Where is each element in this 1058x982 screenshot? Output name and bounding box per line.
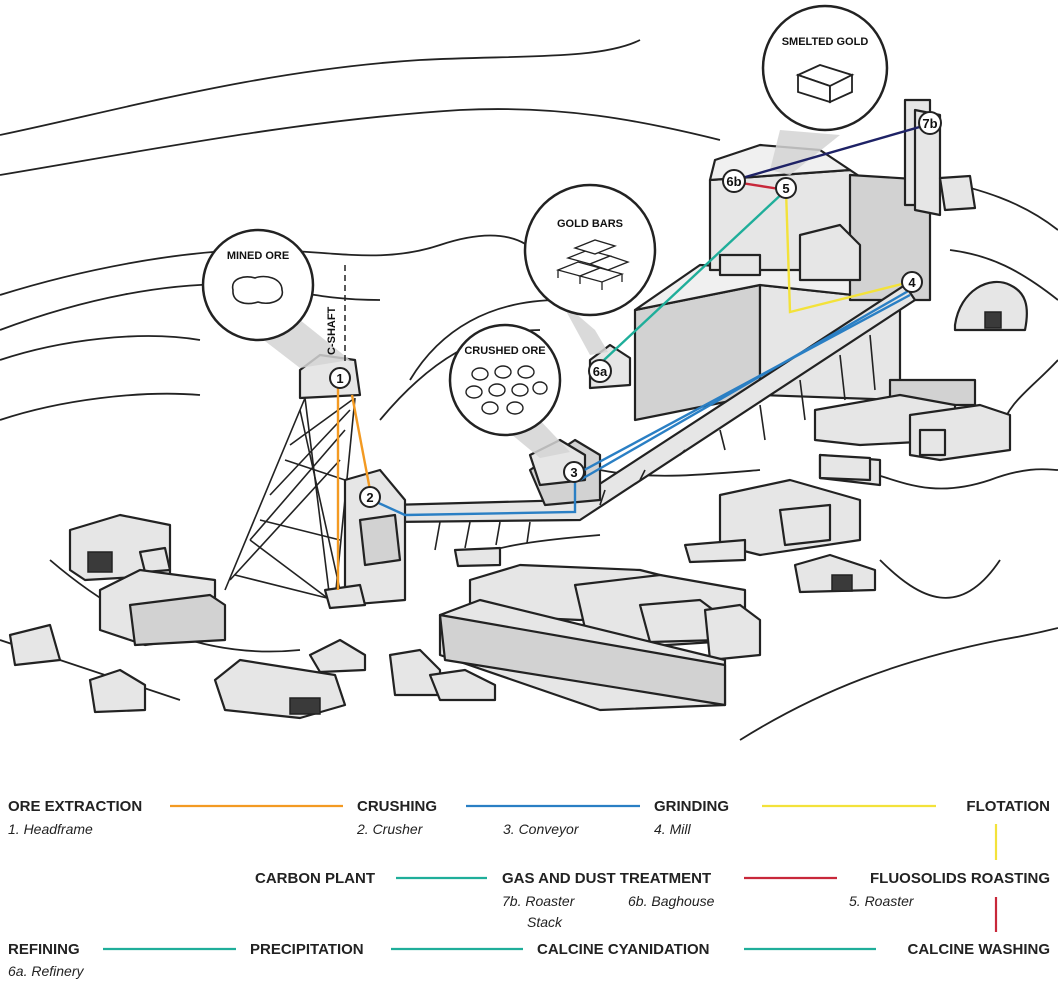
sub-conveyor: 3. Conveyor	[503, 821, 580, 837]
sub-roaster: 5. Roaster	[849, 893, 915, 909]
crushed-ore-title: CRUSHED ORE	[464, 345, 545, 357]
step-calcine-washing: CALCINE WASHING	[908, 941, 1051, 958]
process-flow-legend: ORE EXTRACTION CRUSHING GRINDING FLOTATI…	[0, 760, 1058, 982]
sub-mill: 4. Mill	[654, 821, 691, 837]
svg-text:3: 3	[570, 465, 577, 480]
gold-bars-bubble: GOLD BARS	[525, 185, 655, 315]
sub-baghouse: 6b. Baghouse	[628, 893, 715, 909]
svg-text:6a: 6a	[593, 364, 608, 379]
step-grinding: GRINDING	[654, 798, 729, 815]
mine-illustration: MINED ORE CRUSHED ORE GOLD BARS SMELTED …	[0, 0, 1058, 760]
sub-stack: Stack	[527, 914, 563, 930]
sub-crusher: 2. Crusher	[356, 821, 424, 837]
svg-text:6b: 6b	[726, 174, 741, 189]
marker-6a: 6a	[589, 360, 611, 382]
flow-row-1: ORE EXTRACTION CRUSHING GRINDING FLOTATI…	[8, 798, 1050, 837]
marker-5: 5	[776, 178, 796, 198]
step-fluosolids-roasting: FLUOSOLIDS ROASTING	[870, 870, 1050, 887]
marker-6b: 6b	[723, 170, 745, 192]
c-shaft-label: C-SHAFT	[326, 265, 345, 365]
mined-ore-title: MINED ORE	[227, 250, 289, 262]
step-calcine-cyanidation: CALCINE CYANIDATION	[537, 941, 710, 958]
step-ore-extraction: ORE EXTRACTION	[8, 798, 142, 815]
headframe	[225, 355, 405, 608]
marker-2: 2	[360, 487, 380, 507]
smelted-gold-bubble: SMELTED GOLD	[763, 6, 887, 130]
marker-4: 4	[902, 272, 922, 292]
flow-row-2: CARBON PLANT GAS AND DUST TREATMENT FLUO…	[255, 870, 1050, 930]
step-gas-dust-treatment: GAS AND DUST TREATMENT	[502, 870, 711, 887]
quonset-hut	[955, 282, 1027, 330]
svg-text:C-SHAFT: C-SHAFT	[326, 306, 338, 355]
svg-text:1: 1	[336, 371, 343, 386]
gold-bars-title: GOLD BARS	[557, 218, 623, 230]
left-buildings	[10, 515, 365, 718]
svg-text:2: 2	[366, 490, 373, 505]
step-crushing: CRUSHING	[357, 798, 437, 815]
mined-ore-bubble: MINED ORE	[203, 230, 313, 340]
step-refining: REFINING	[8, 941, 80, 958]
sub-headframe: 1. Headframe	[8, 821, 93, 837]
crushed-ore-bubble: CRUSHED ORE	[450, 325, 560, 435]
sub-refinery: 6a. Refinery	[8, 963, 84, 979]
ore-rock-icon	[233, 277, 283, 304]
svg-text:7b: 7b	[922, 116, 937, 131]
smelted-gold-title: SMELTED GOLD	[782, 36, 869, 48]
center-complex	[390, 455, 875, 710]
step-precipitation: PRECIPITATION	[250, 941, 364, 958]
marker-3: 3	[564, 462, 584, 482]
marker-7b: 7b	[919, 112, 941, 134]
marker-1: 1	[330, 368, 350, 388]
svg-text:4: 4	[908, 275, 916, 290]
svg-text:5: 5	[782, 181, 789, 196]
flow-row-3: REFINING PRECIPITATION CALCINE CYANIDATI…	[8, 941, 1050, 979]
sub-roaster-stack: 7b. Roaster	[502, 893, 576, 909]
step-carbon-plant: CARBON PLANT	[255, 870, 375, 887]
step-flotation: FLOTATION	[966, 798, 1050, 815]
